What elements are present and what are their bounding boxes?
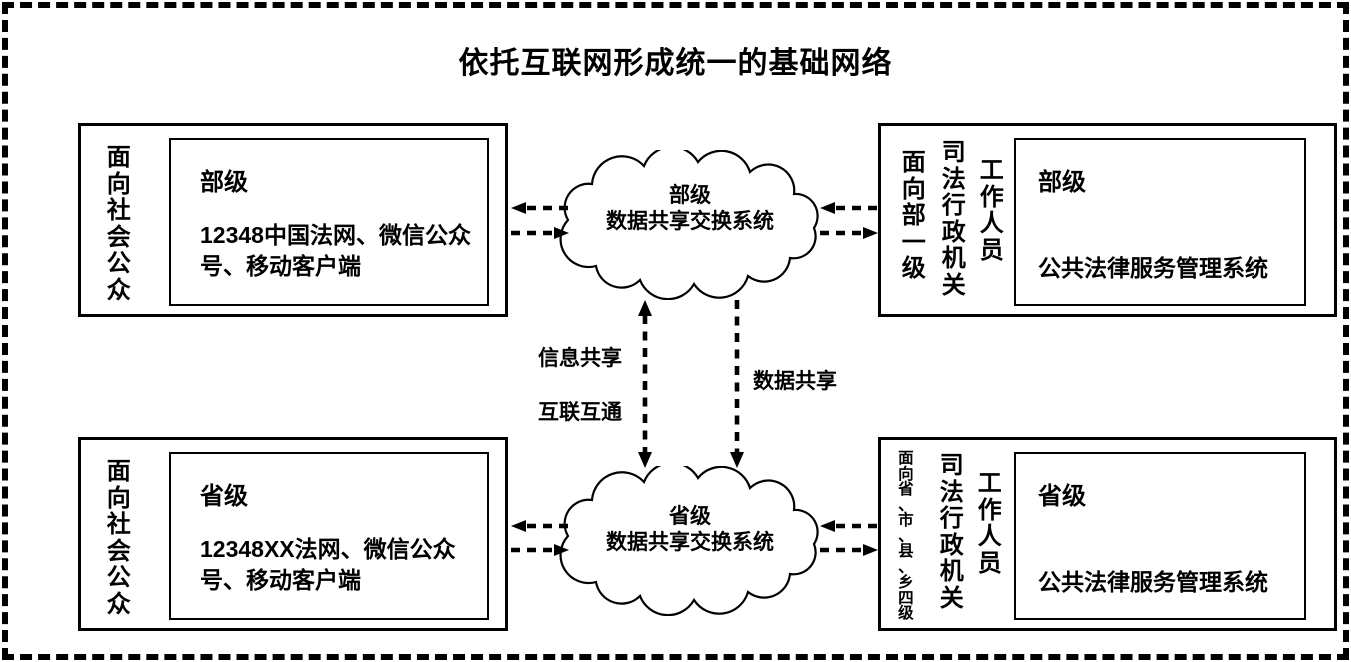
cloud-system-text: 数据共享交换系统 [606,531,774,554]
interconnect-label: 互联互通 [538,401,622,424]
dashed-arrow-left-icon [820,201,878,214]
dashed-arrow-updown-icon [638,300,652,468]
staff-label: 工作人员 [979,157,1004,264]
cloud-level-text: 省级 [669,505,711,528]
staff-facing-box-ministry: 面向部一级 司法行政机关 工作人员 部级 公共法律服务管理系统 [878,123,1337,317]
dashed-arrow-down-icon [730,300,744,468]
ministry-portal-inner-box: 部级 12348中国法网、微信公众号、移动客户端 [169,138,489,306]
mgmt-system-text: 公共法律服务管理系统 [1038,569,1268,595]
mgmt-system-text: 公共法律服务管理系统 [1038,255,1268,281]
dashed-arrow-right-icon [511,226,569,239]
public-facing-label: 面向社会公众 [106,144,131,304]
level-label: 部级 [1038,169,1086,196]
public-facing-box-ministry: 面向社会公众 部级 12348中国法网、微信公众号、移动客户端 [78,123,508,317]
level-label: 省级 [1038,483,1086,510]
facing-four-levels-label: 面向省、市、县、乡四级 [898,450,914,622]
cloud-icon [559,150,819,300]
dashed-arrow-left-icon [511,201,569,214]
dashed-arrow-left-icon [511,519,569,532]
public-facing-label: 面向社会公众 [106,458,131,618]
dashed-arrow-right-icon [820,543,878,556]
ministry-exchange-cloud: 部级 数据共享交换系统 [552,150,828,300]
dashed-arrow-right-icon [820,226,878,239]
staff-facing-box-province: 面向省、市、县、乡四级 司法行政机关 工作人员 省级 公共法律服务管理系统 [878,437,1337,631]
province-exchange-cloud: 省级 数据共享交换系统 [552,466,828,616]
ministry-mgmt-inner-box: 部级 公共法律服务管理系统 [1014,138,1306,306]
province-portal-inner-box: 省级 12348XX法网、微信公众号、移动客户端 [169,452,489,620]
judicial-admin-organ-label: 司法行政机关 [939,452,964,612]
dashed-arrow-right-icon [511,543,569,556]
public-facing-box-province: 面向社会公众 省级 12348XX法网、微信公众号、移动客户端 [78,437,508,631]
info-share-label: 信息共享 [538,347,622,370]
level-label: 部级 [200,169,248,196]
portal-channels-text: 12348中国法网、微信公众号、移动客户端 [200,222,471,279]
facing-ministry-level-label: 面向部一级 [901,149,926,282]
cloud-level-text: 部级 [669,184,711,207]
level-label: 省级 [200,483,248,510]
judicial-admin-organ-label: 司法行政机关 [941,139,966,299]
staff-label: 工作人员 [977,470,1002,577]
dashed-arrow-left-icon [820,519,878,532]
province-mgmt-inner-box: 省级 公共法律服务管理系统 [1014,452,1306,620]
data-share-label: 数据共享 [753,370,837,393]
diagram-title: 依托互联网形成统一的基础网络 [458,47,893,80]
cloud-icon [559,466,819,616]
cloud-system-text: 数据共享交换系统 [606,210,774,233]
portal-channels-text: 12348XX法网、微信公众号、移动客户端 [200,536,456,593]
